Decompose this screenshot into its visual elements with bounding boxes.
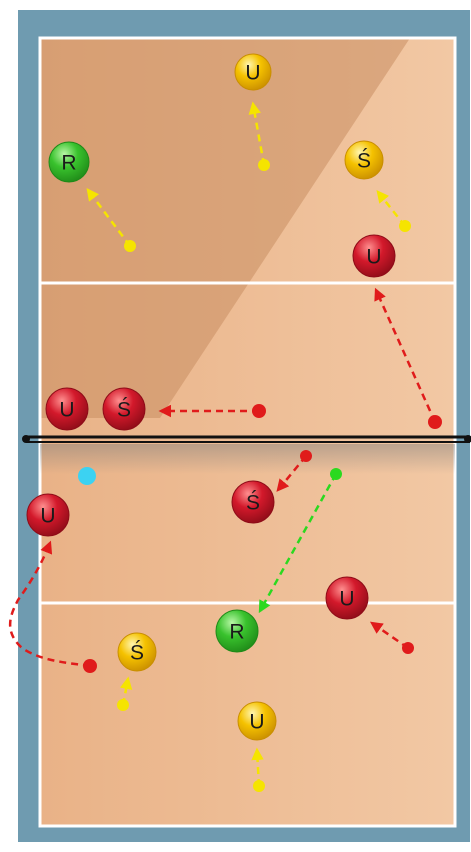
- start-dot: [399, 220, 411, 232]
- player-bottom-u-red-left: U: [26, 493, 70, 537]
- player-net-s-red: Ś: [102, 387, 146, 431]
- start-dot: [402, 642, 414, 654]
- start-dot: [258, 159, 270, 171]
- player-bottom-r: R: [215, 609, 259, 653]
- arrow-bottom-u-right: [369, 621, 409, 650]
- player-net-u-red: U: [45, 387, 89, 431]
- player-label: Ś: [246, 491, 260, 515]
- start-dot: [253, 780, 265, 792]
- arrow-bottom-s-red: [276, 455, 307, 492]
- arrows: [9, 101, 437, 787]
- start-dot: [124, 240, 136, 252]
- start-dot: [330, 468, 342, 480]
- arrow-bottom-u-yellow: [251, 747, 264, 787]
- player-top-s-yellow: Ś: [344, 140, 384, 180]
- player-label: U: [249, 711, 264, 734]
- player-bottom-u-red-right: U: [325, 576, 369, 620]
- player-label: U: [59, 399, 74, 422]
- start-dot: [300, 450, 312, 462]
- start-dot: [117, 699, 129, 711]
- arrow-bottom-r: [258, 473, 338, 614]
- player-bottom-s-yellow: Ś: [117, 632, 157, 672]
- court-boundary: [38, 36, 457, 828]
- player-label: U: [40, 505, 55, 528]
- player-label: U: [245, 62, 260, 85]
- arrow-top-u: [248, 101, 266, 166]
- player-top-u-red: U: [352, 234, 396, 278]
- net-post-left: [22, 435, 30, 443]
- start-dot: [252, 404, 266, 418]
- player-label: Ś: [130, 641, 144, 665]
- player-top-r: R: [48, 141, 90, 183]
- player-bottom-s-red: Ś: [231, 480, 275, 524]
- player-label: R: [61, 152, 76, 175]
- player-bottom-u-yellow: U: [237, 701, 277, 741]
- start-dot: [428, 415, 442, 429]
- ball-icon: [78, 467, 96, 485]
- arrow-start-points: [83, 159, 442, 792]
- player-label: U: [339, 588, 354, 611]
- net-post-right: [464, 435, 471, 443]
- player-top-u-1: U: [234, 53, 272, 91]
- court-shadow: [40, 38, 410, 418]
- net-shadow: [40, 444, 455, 474]
- player-label: R: [229, 621, 244, 644]
- arrow-top-u-red: [374, 287, 437, 423]
- player-label: Ś: [357, 149, 371, 173]
- player-label: U: [366, 246, 381, 269]
- player-label: Ś: [117, 398, 131, 422]
- start-dot: [83, 659, 97, 673]
- arrow-top-s: [376, 190, 406, 227]
- arrow-bottom-u-left: [9, 540, 91, 668]
